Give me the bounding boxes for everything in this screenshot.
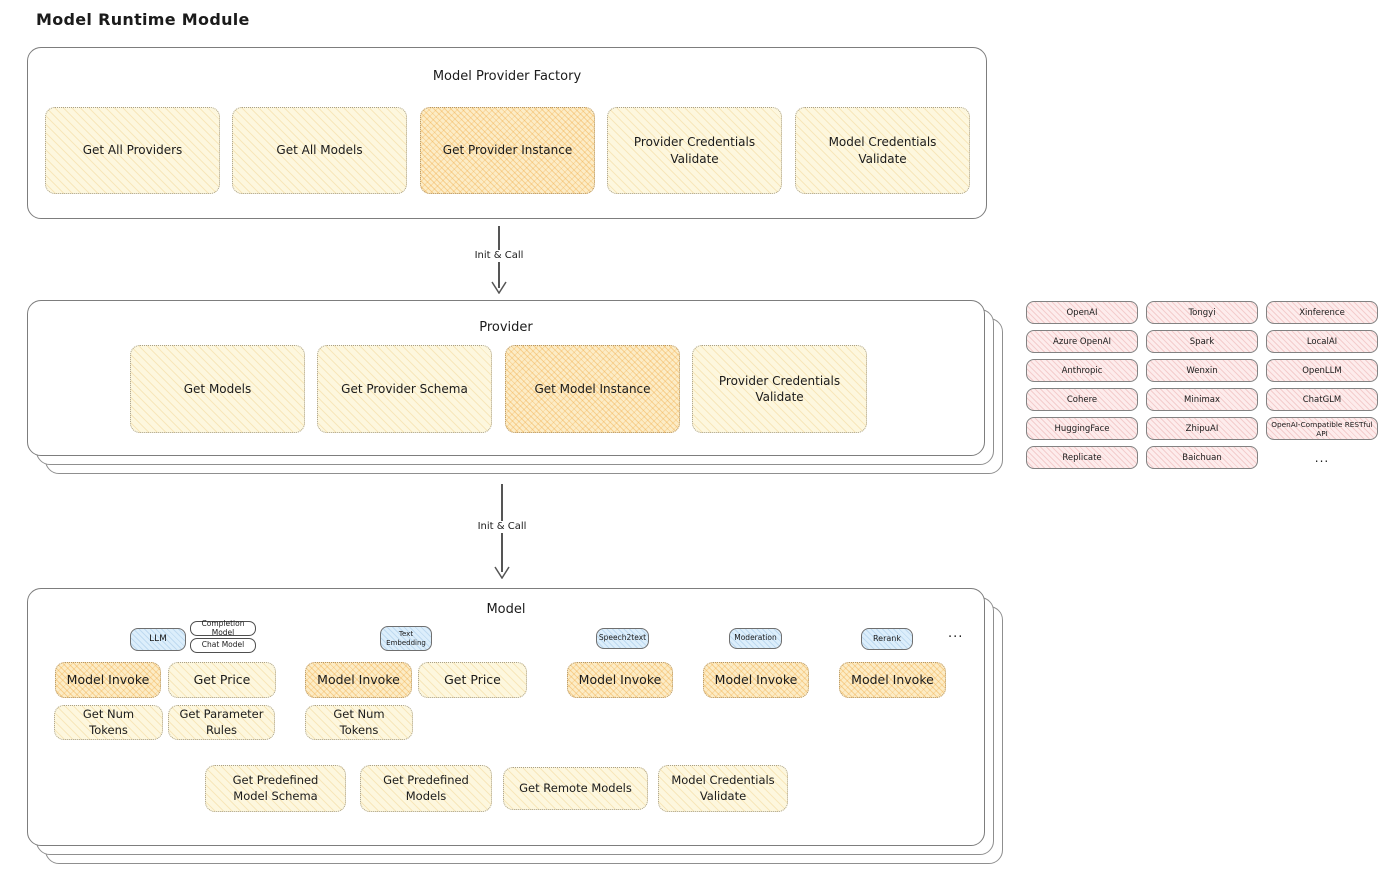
capability-rerank-model-invoke: Model Invoke xyxy=(839,662,946,698)
factory-item-provider-credentials-validate: Provider Credentials Validate xyxy=(607,107,782,194)
provider-item-get-model-instance: Get Model Instance xyxy=(505,345,680,433)
provider-cell: ZhipuAI xyxy=(1146,417,1258,440)
common-get-predefined-model-schema: Get Predefined Model Schema xyxy=(205,765,346,812)
common-get-remote-models: Get Remote Models xyxy=(503,767,648,810)
tab-rerank: Rerank xyxy=(861,628,913,650)
model-tabs-ellipsis: ... xyxy=(948,626,964,641)
provider-cell: Cohere xyxy=(1026,388,1138,411)
capability-llm-get-price: Get Price xyxy=(168,662,276,698)
common-model-credentials-validate: Model Credentials Validate xyxy=(658,765,788,812)
capability-llm-get-num-tokens: Get Num Tokens xyxy=(54,705,163,740)
arrowhead-down-icon xyxy=(491,281,507,294)
capability-moderation-model-invoke: Model Invoke xyxy=(703,662,809,698)
provider-title: Provider xyxy=(479,320,533,335)
capability-text-embedding-get-num-tokens: Get Num Tokens xyxy=(305,705,413,740)
provider-cell: Tongyi xyxy=(1146,301,1258,324)
tab-llm: LLM xyxy=(130,628,186,651)
tab-speech2text: Speech2text xyxy=(596,628,649,649)
provider-cell: Spark xyxy=(1146,330,1258,353)
provider-item-get-provider-schema: Get Provider Schema xyxy=(317,345,492,433)
model-title: Model xyxy=(486,602,526,617)
capability-llm-model-invoke: Model Invoke xyxy=(55,662,161,698)
factory-item-model-credentials-validate: Model Credentials Validate xyxy=(795,107,970,194)
common-get-predefined-models: Get Predefined Models xyxy=(360,765,492,812)
provider-item-provider-credentials-validate: Provider Credentials Validate xyxy=(692,345,867,433)
provider-cell: Replicate xyxy=(1026,446,1138,469)
tab-text-embedding: Text Embedding xyxy=(380,626,432,651)
page-title: Model Runtime Module xyxy=(36,10,250,29)
tab-completion-model: Completion Model xyxy=(190,619,256,636)
provider-cell: Minimax xyxy=(1146,388,1258,411)
tab-chat-model: Chat Model xyxy=(190,638,256,653)
factory-item-get-provider-instance: Get Provider Instance xyxy=(420,107,595,194)
provider-cell: Xinference xyxy=(1266,301,1378,324)
arrowhead-down-icon xyxy=(494,566,510,579)
provider-cell: OpenLLM xyxy=(1266,359,1378,382)
factory-item-get-all-models: Get All Models xyxy=(232,107,407,194)
provider-cell: Wenxin xyxy=(1146,359,1258,382)
provider-cell: Baichuan xyxy=(1146,446,1258,469)
provider-grid-ellipsis: ... xyxy=(1314,450,1330,465)
factory-title: Model Provider Factory xyxy=(432,69,582,84)
provider-cell: LocalAI xyxy=(1266,330,1378,353)
capability-text-embedding-get-price: Get Price xyxy=(418,662,527,698)
provider-cell: ChatGLM xyxy=(1266,388,1378,411)
tab-moderation: Moderation xyxy=(729,628,782,649)
provider-item-get-models: Get Models xyxy=(130,345,305,433)
factory-item-get-all-providers: Get All Providers xyxy=(45,107,220,194)
arrow-label-init-call-2: Init & Call xyxy=(456,521,548,533)
provider-cell: OpenAI xyxy=(1026,301,1138,324)
provider-cell: HuggingFace xyxy=(1026,417,1138,440)
provider-name-grid: OpenAI Tongyi Xinference Azure OpenAI Sp… xyxy=(1026,301,1378,469)
provider-cell: Anthropic xyxy=(1026,359,1138,382)
arrow-label-init-call-1: Init & Call xyxy=(453,250,545,262)
provider-cell: Azure OpenAI xyxy=(1026,330,1138,353)
provider-cell: OpenAI-Compatible RESTful API xyxy=(1266,417,1378,440)
capability-llm-get-parameter-rules: Get Parameter Rules xyxy=(168,705,275,740)
capability-text-embedding-model-invoke: Model Invoke xyxy=(305,662,412,698)
capability-speech2text-model-invoke: Model Invoke xyxy=(567,662,673,698)
